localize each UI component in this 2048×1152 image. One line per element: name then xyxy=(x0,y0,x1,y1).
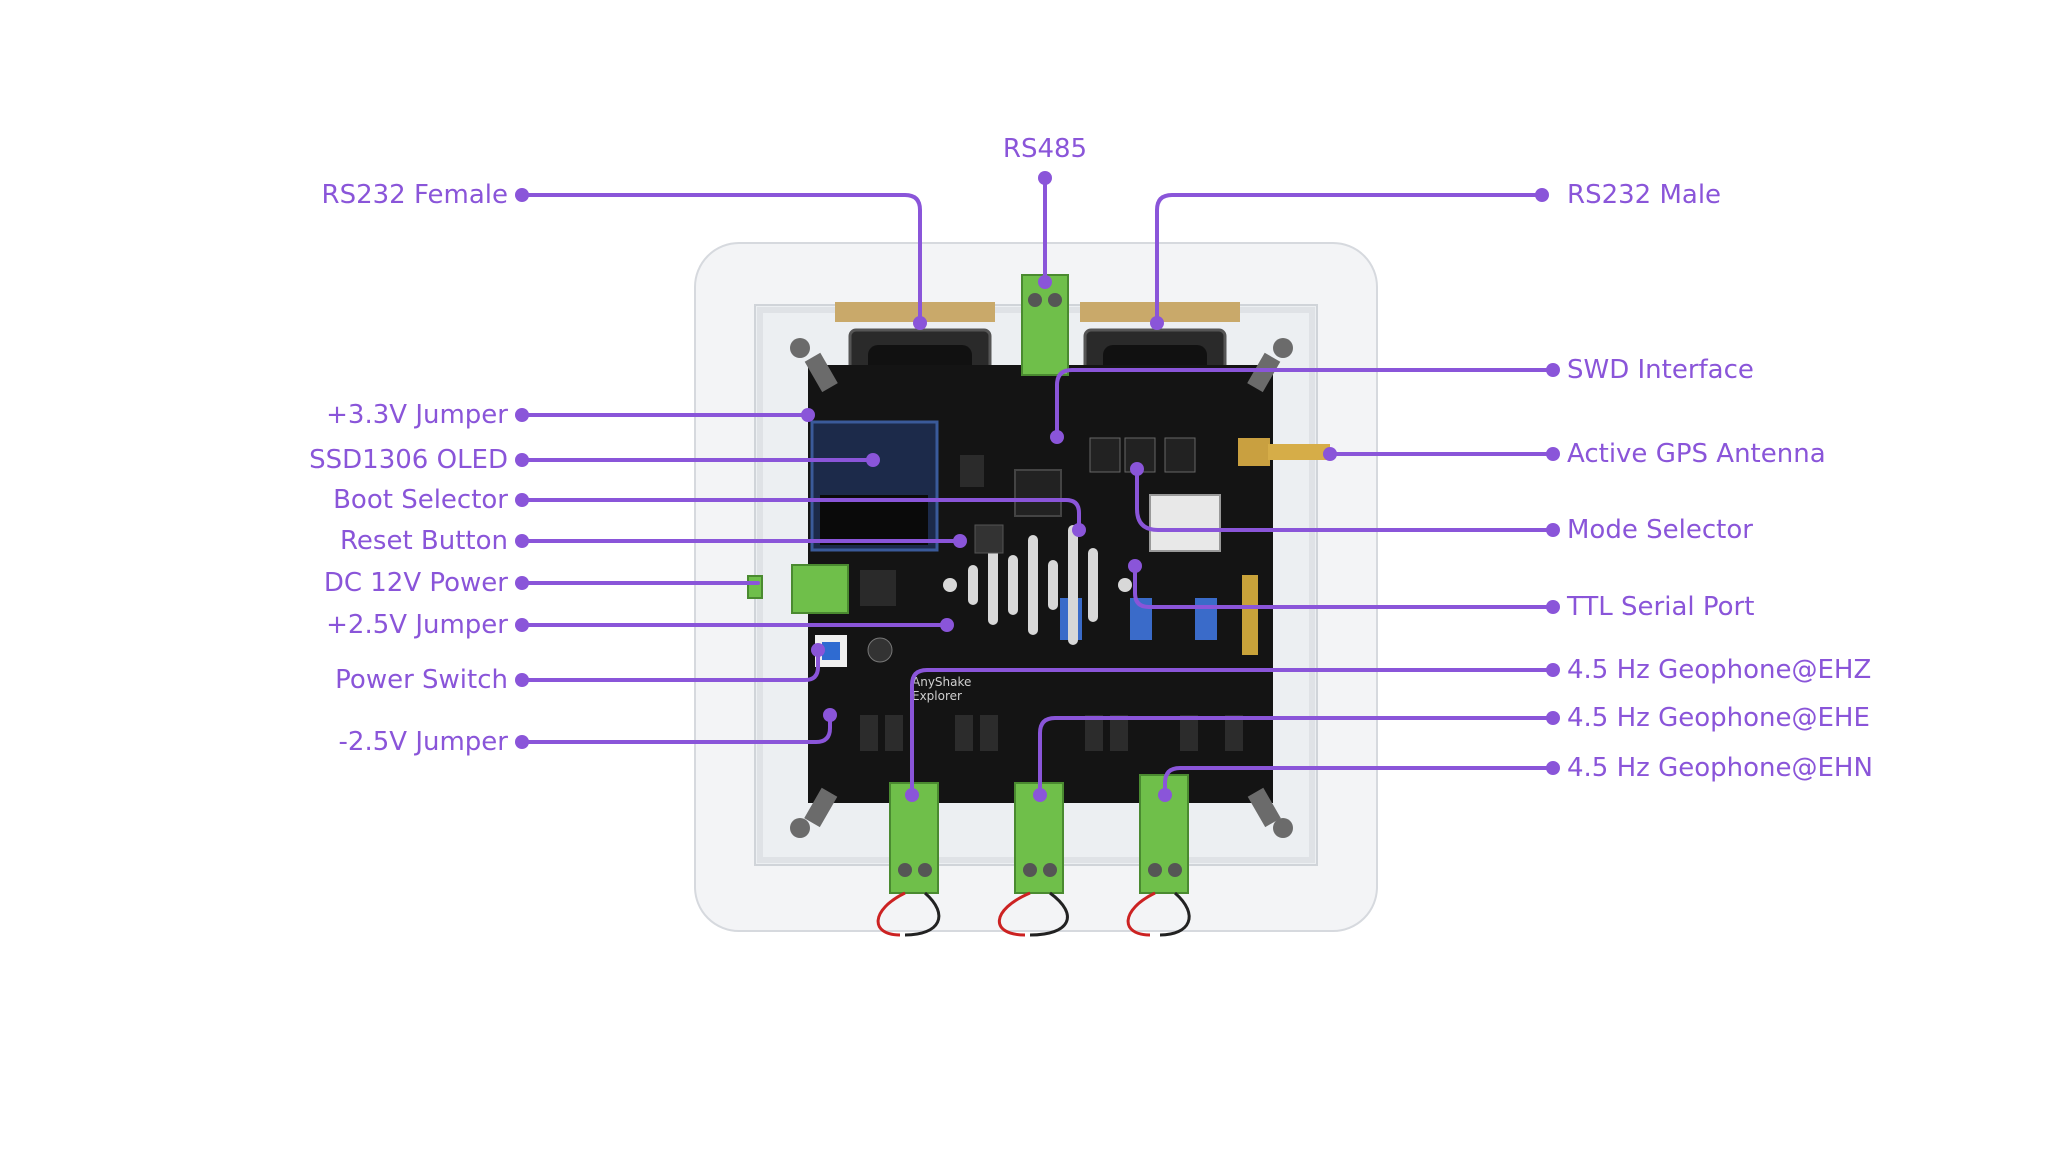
label-reset-button: Reset Button xyxy=(340,526,508,556)
label-3v3-jumper: +3.3V Jumper xyxy=(326,400,508,430)
leader-rs232-female xyxy=(520,193,922,325)
callout-dots xyxy=(515,171,1560,802)
rs485-terminal xyxy=(1021,274,1069,376)
label-rs485: RS485 xyxy=(1002,134,1088,164)
leader-ehe xyxy=(1038,716,1555,797)
label-geophone-ehz: 4.5 Hz Geophone@EHZ xyxy=(1567,655,1872,685)
leader-2v5-neg xyxy=(520,713,832,744)
leader-power-switch xyxy=(520,648,820,682)
leader-boot xyxy=(520,498,1081,532)
reset-button-part xyxy=(974,524,1004,554)
dc-power-terminal xyxy=(791,564,849,614)
label-power-switch: Power Switch xyxy=(335,665,508,695)
label-2v5-pos-jumper: +2.5V Jumper xyxy=(326,610,508,640)
board-brand: AnyShake xyxy=(912,675,971,689)
standoffs xyxy=(790,338,1293,838)
label-rs232-female: RS232 Female xyxy=(321,180,508,210)
mcu-chip xyxy=(1014,469,1062,517)
label-2v5-neg-jumper: -2.5V Jumper xyxy=(338,727,508,757)
label-geophone-ehn: 4.5 Hz Geophone@EHN xyxy=(1567,753,1873,783)
label-boot-selector: Boot Selector xyxy=(333,485,508,515)
label-gps-antenna: Active GPS Antenna xyxy=(1567,439,1826,469)
board-brand-sub: Explorer xyxy=(912,689,962,703)
label-swd: SWD Interface xyxy=(1567,355,1754,385)
label-rs232-male: RS232 Male xyxy=(1567,180,1722,210)
leader-swd xyxy=(1055,368,1555,439)
label-dc-power: DC 12V Power xyxy=(323,568,508,598)
leader-ehz xyxy=(910,668,1555,797)
label-ttl-serial: TTL Serial Port xyxy=(1567,592,1755,622)
callout-leaders xyxy=(520,176,1555,797)
sma-connector xyxy=(1238,438,1330,466)
anyshake-logo xyxy=(943,525,1132,645)
leader-mode xyxy=(1135,467,1555,532)
leader-ehn xyxy=(1163,766,1555,797)
label-geophone-ehe: 4.5 Hz Geophone@EHE xyxy=(1567,703,1870,733)
geophone-wires xyxy=(876,891,1191,937)
leader-ttl xyxy=(1133,564,1555,609)
label-mode-selector: Mode Selector xyxy=(1567,515,1753,545)
gps-module xyxy=(1149,494,1221,552)
leader-rs232-male xyxy=(1155,193,1544,325)
label-oled: SSD1306 OLED xyxy=(309,445,508,475)
